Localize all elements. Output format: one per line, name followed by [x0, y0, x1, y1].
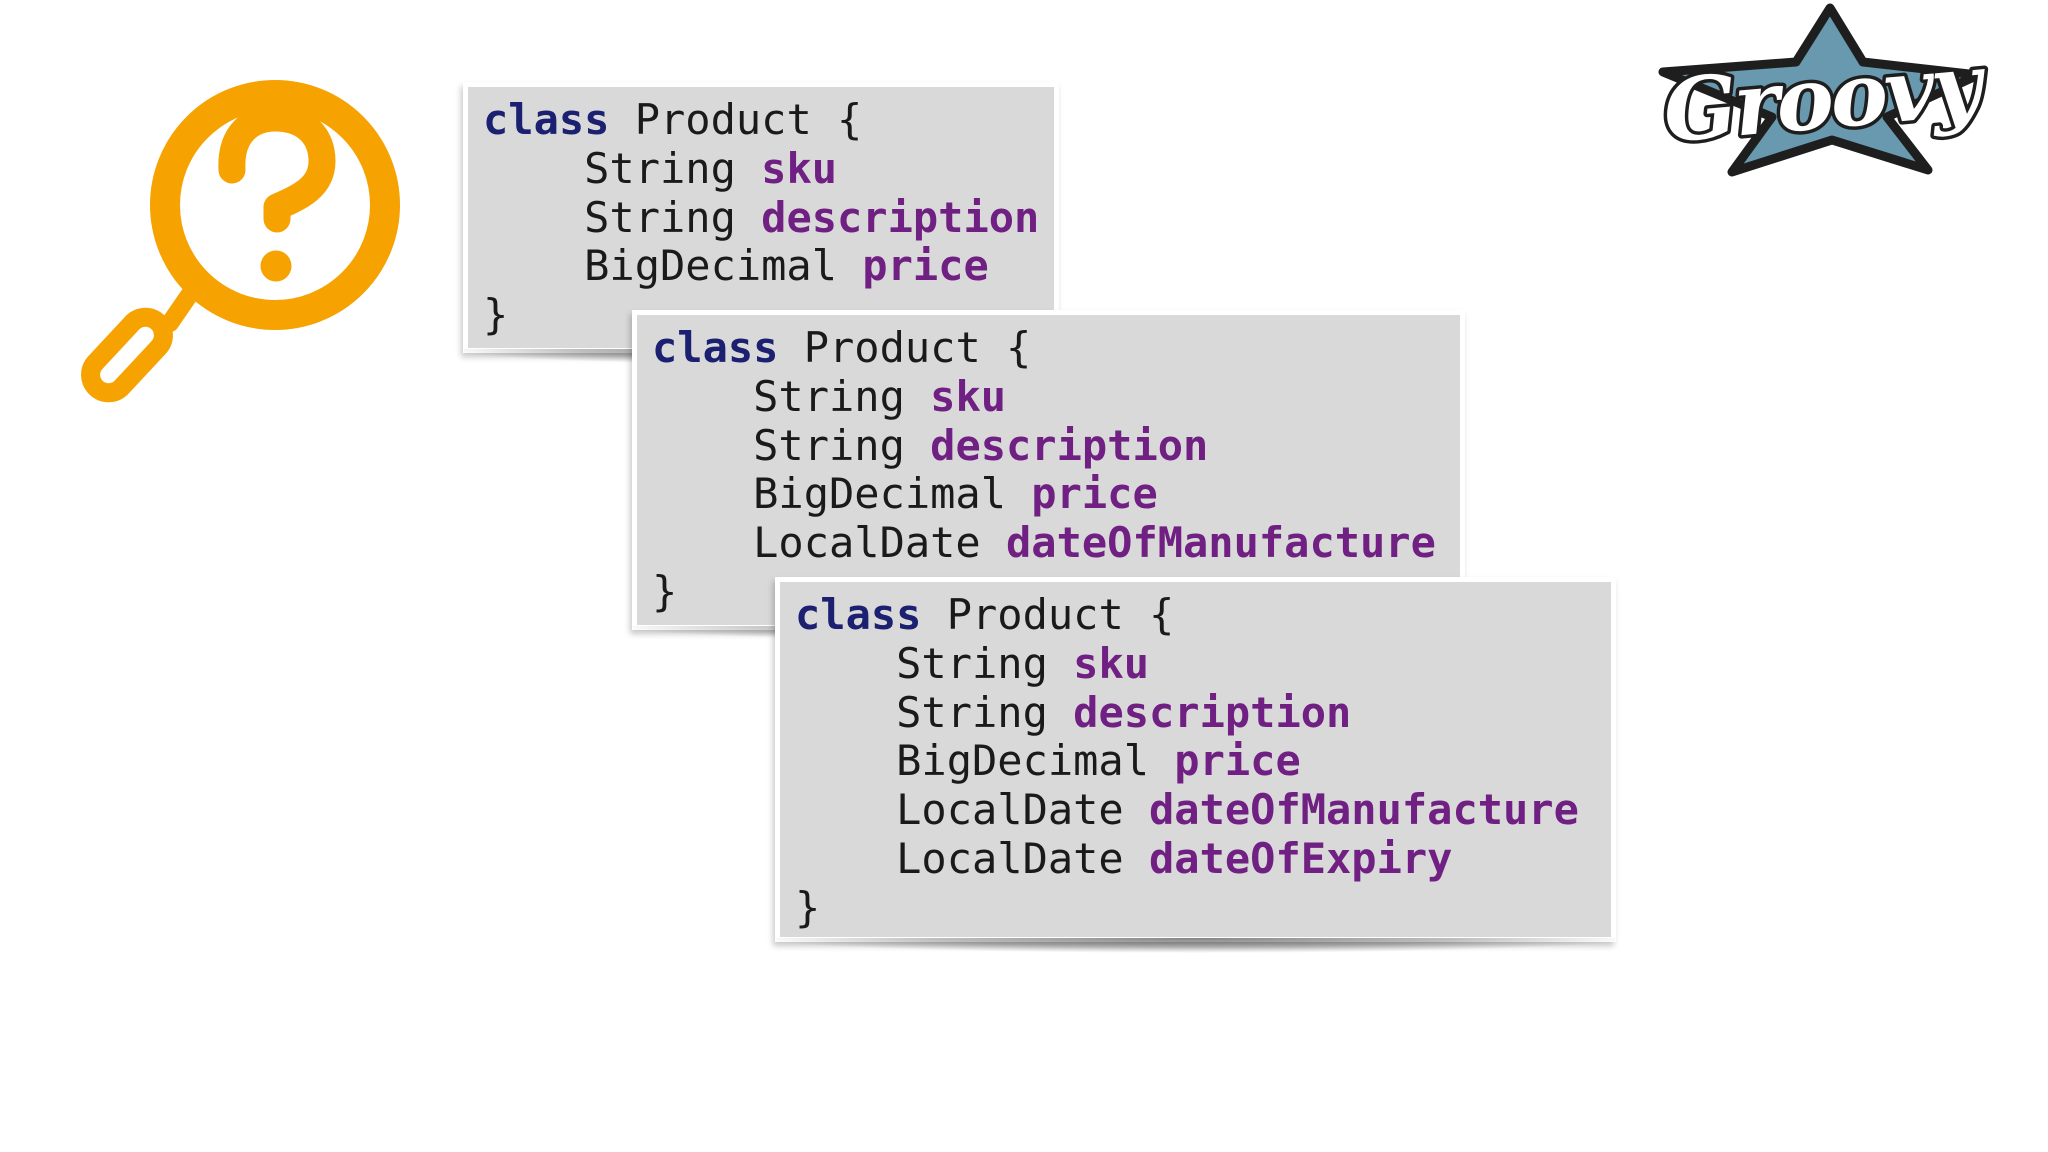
groovy-star-shape [1658, 3, 1983, 177]
code-line: class Product { [483, 95, 1044, 145]
groovy-logo: Groovy [1656, 3, 1990, 177]
code-line: class Product { [795, 590, 1601, 640]
code-line: LocalDate dateOfManufacture [652, 518, 1450, 568]
code-segment-plain: BigDecimal [795, 736, 1175, 786]
code-segment-plain: String [652, 420, 931, 470]
code-segment-plain: BigDecimal [652, 469, 1032, 519]
code-segment-identifier: dateOfManufacture [1149, 785, 1579, 835]
code-block-product-v3: class Product { String sku String descri… [775, 577, 1616, 958]
code-line: BigDecimal price [652, 469, 1450, 519]
code-segment-plain: BigDecimal [483, 241, 863, 291]
code-line: LocalDate dateOfExpiry [795, 833, 1601, 884]
code-segment-identifier: description [930, 420, 1209, 470]
code-segment-plain: Product { [609, 95, 863, 144]
magnifier-handle-connector [161, 282, 201, 332]
code-segment-identifier: sku [930, 371, 1007, 421]
code-segment-identifier: description [761, 192, 1040, 242]
code-line: String sku [652, 371, 1450, 422]
code-segment-identifier: price [862, 241, 989, 291]
code-segment-plain: LocalDate [652, 518, 1007, 568]
magnifier-handle [81, 307, 173, 403]
code-segment-plain: Product { [778, 323, 1032, 372]
code-line: String description [795, 687, 1601, 738]
code-segment-plain: } [652, 566, 678, 616]
code-segment-identifier: price [1031, 469, 1158, 519]
code-segment-keyword: class [795, 590, 922, 639]
code-line: String description [652, 420, 1450, 471]
code-segment-identifier: dateOfExpiry [1149, 833, 1453, 883]
code-line: String sku [483, 143, 1044, 194]
code-line: } [795, 882, 1601, 933]
code-segment-identifier: sku [1073, 638, 1150, 688]
code-line: class Product { [652, 323, 1450, 373]
code-segment-identifier: price [1174, 736, 1301, 786]
code-line: } [483, 290, 1044, 340]
code-segment-plain: String [483, 143, 762, 193]
code-line: LocalDate dateOfManufacture [795, 785, 1601, 835]
code-segment-identifier: description [1073, 687, 1352, 737]
code-line: BigDecimal price [795, 736, 1601, 786]
code-segment-plain: String [652, 371, 931, 421]
code-segment-plain: Product { [921, 590, 1175, 639]
code-line: } [652, 566, 1450, 617]
code-segment-plain: } [483, 290, 509, 340]
code-segment-plain: String [795, 638, 1074, 688]
code-segment-plain: String [483, 192, 762, 242]
question-magnifier-icon [81, 80, 400, 403]
code-segment-plain: } [795, 882, 821, 932]
question-mark-glyph [218, 104, 336, 233]
code-segment-plain: LocalDate [795, 833, 1150, 883]
code-line: String description [483, 192, 1044, 243]
question-mark-dot [260, 250, 292, 282]
code-segment-identifier: sku [761, 143, 838, 193]
code-segment-plain: String [795, 687, 1074, 737]
code-segment-plain: LocalDate [795, 785, 1150, 835]
groovy-logo-text: Groovy [1659, 34, 1990, 163]
code-line: BigDecimal price [483, 241, 1044, 291]
code-segment-keyword: class [483, 95, 610, 144]
code-segment-keyword: class [652, 323, 779, 372]
code-line: String sku [795, 638, 1601, 689]
code-segment-identifier: dateOfManufacture [1006, 518, 1436, 568]
